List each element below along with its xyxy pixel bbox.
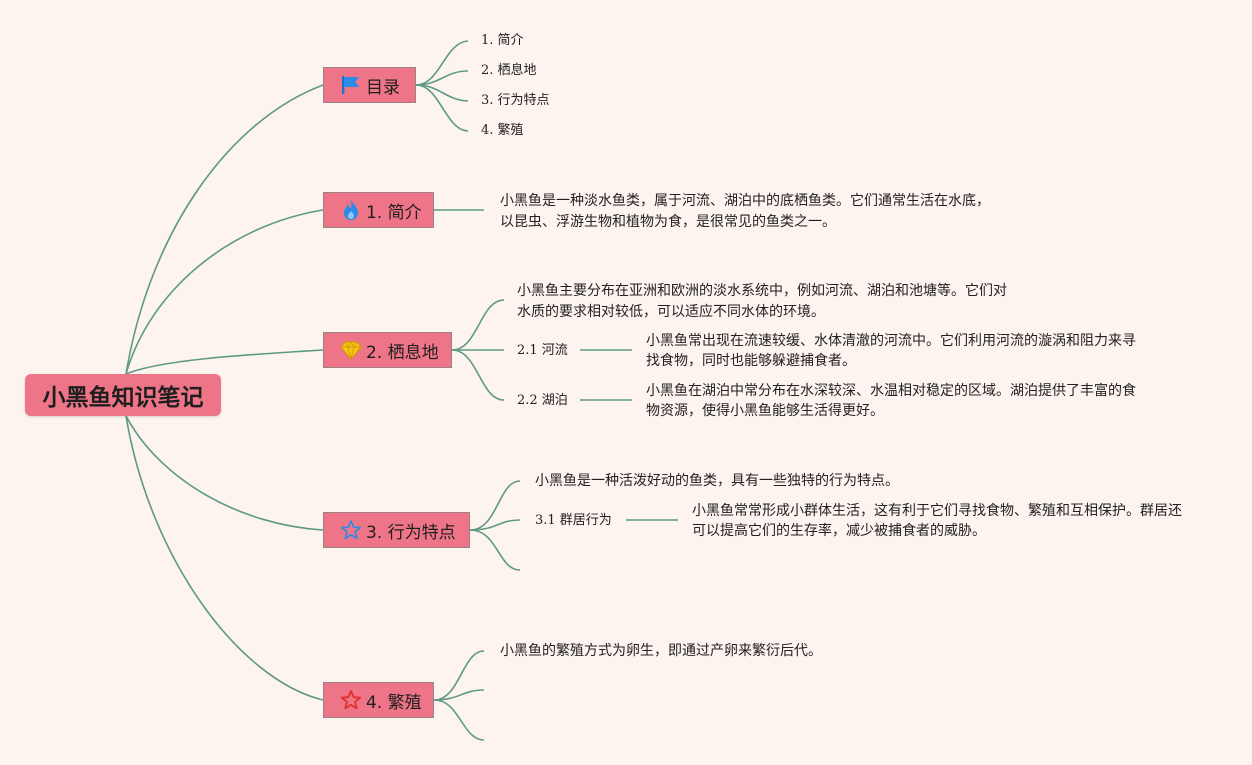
toc-item-breeding[interactable]: 4. 繁殖 [481,123,524,138]
topic-habitat[interactable]: 2. 栖息地 [323,332,452,368]
topic-habitat-label: 2. 栖息地 [366,342,439,363]
group-desc-line-1: 小黑鱼常常形成小群体生活，这有利于它们寻找食物、繁殖和互相保护。群居还 [692,503,1182,519]
breeding-desc-line-1: 小黑鱼的繁殖方式为卵生，即通过产卵来繁衍后代。 [500,643,822,659]
river-desc-line-2: 找食物，同时也能够躲避捕食者。 [646,353,856,369]
habitat-sub-lake[interactable]: 2.2 湖泊 [517,393,568,408]
toc-item-behavior[interactable]: 3. 行为特点 [481,93,550,108]
topic-intro-label: 1. 简介 [366,202,422,223]
lake-desc-line-1: 小黑鱼在湖泊中常分布在水深较深、水温相对稳定的区域。湖泊提供了丰富的食 [646,383,1136,399]
habitat-sub-river[interactable]: 2.1 河流 [517,343,568,358]
root-topic[interactable]: 小黑鱼知识笔记 [25,374,221,416]
star-red-icon [340,689,362,711]
toc-item-habitat[interactable]: 2. 栖息地 [481,63,537,78]
topic-intro[interactable]: 1. 简介 [323,192,434,228]
topic-toc-label: 目录 [366,77,400,98]
topic-breeding-label: 4. 繁殖 [366,692,422,713]
habitat-desc-line-2: 水质的要求相对较低，可以适应不同水体的环境。 [517,304,825,320]
diamond-icon [340,339,362,361]
behavior-desc-line-1: 小黑鱼是一种活泼好动的鱼类，具有一些独特的行为特点。 [535,473,899,489]
lake-desc-line-2: 物资源，使得小黑鱼能够生活得更好。 [646,403,884,419]
river-desc-line-1: 小黑鱼常出现在流速较缓、水体清澈的河流中。它们利用河流的漩涡和阻力来寻 [646,333,1136,349]
habitat-desc-line-1: 小黑鱼主要分布在亚洲和欧洲的淡水系统中，例如河流、湖泊和池塘等。它们对 [517,283,1007,299]
topic-behavior-label: 3. 行为特点 [366,522,456,543]
intro-desc-line-2: 以昆虫、浮游生物和植物为食，是很常见的鱼类之一。 [500,214,836,230]
star-outline-icon [340,519,362,541]
topic-behavior[interactable]: 3. 行为特点 [323,512,470,548]
group-desc-line-2: 可以提高它们的生存率，减少被捕食者的威胁。 [692,523,986,539]
toc-item-intro[interactable]: 1. 简介 [481,33,524,48]
intro-desc-line-1: 小黑鱼是一种淡水鱼类，属于河流、湖泊中的底栖鱼类。它们通常生活在水底， [500,193,990,209]
flag-icon [340,74,362,96]
topic-breeding[interactable]: 4. 繁殖 [323,682,434,718]
behavior-sub-group[interactable]: 3.1 群居行为 [535,513,612,528]
fire-icon [340,199,362,221]
topic-toc[interactable]: 目录 [323,67,416,103]
